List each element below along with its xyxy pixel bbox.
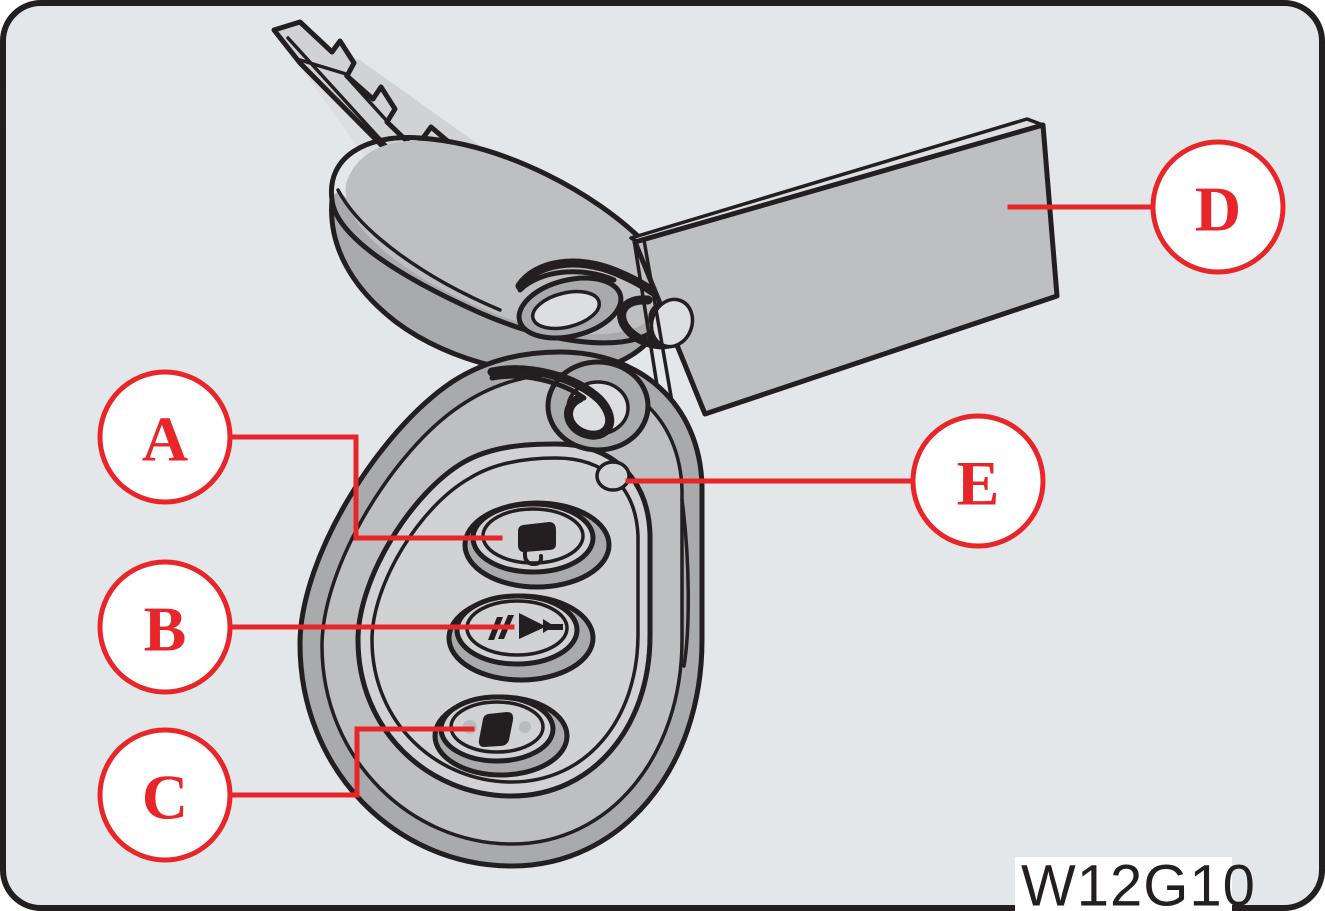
indicator-led bbox=[595, 460, 631, 492]
callout-a-circle[interactable] bbox=[97, 369, 233, 505]
callout-d[interactable]: D bbox=[1150, 139, 1286, 275]
callout-d-label: D bbox=[1195, 174, 1241, 245]
figure-code: W12G10 bbox=[1015, 854, 1256, 911]
callout-b[interactable]: B bbox=[97, 559, 233, 695]
callout-a-label: A bbox=[142, 404, 188, 475]
padlock-open-icon bbox=[478, 712, 514, 747]
callout-e-circle[interactable] bbox=[910, 413, 1046, 549]
split-key-ring-lower bbox=[487, 365, 615, 440]
lock-button[interactable] bbox=[462, 500, 612, 590]
callout-c-circle[interactable] bbox=[97, 727, 233, 863]
callout-leaders bbox=[227, 204, 1156, 798]
callout-c[interactable]: C bbox=[97, 727, 233, 863]
callout-c-label: C bbox=[142, 762, 188, 833]
leader-c bbox=[227, 726, 475, 798]
callout-e[interactable]: E bbox=[910, 413, 1046, 549]
callout-b-label: B bbox=[144, 594, 187, 665]
fob-body bbox=[297, 349, 705, 869]
callout-d-circle[interactable] bbox=[1150, 139, 1286, 275]
leader-a bbox=[227, 434, 503, 541]
callout-b-circle[interactable] bbox=[97, 559, 233, 695]
callout-a[interactable]: A bbox=[97, 369, 233, 505]
panic-alarm-button[interactable] bbox=[446, 593, 596, 683]
unlock-button[interactable] bbox=[432, 694, 570, 778]
key-head-hole bbox=[516, 275, 624, 341]
figure-code-box bbox=[1015, 857, 1232, 911]
figure-code-text: W12G10 bbox=[1021, 854, 1256, 911]
padlock-closed-icon bbox=[518, 522, 556, 566]
key-tag bbox=[629, 117, 1060, 417]
callout-e-label: E bbox=[957, 448, 1000, 519]
